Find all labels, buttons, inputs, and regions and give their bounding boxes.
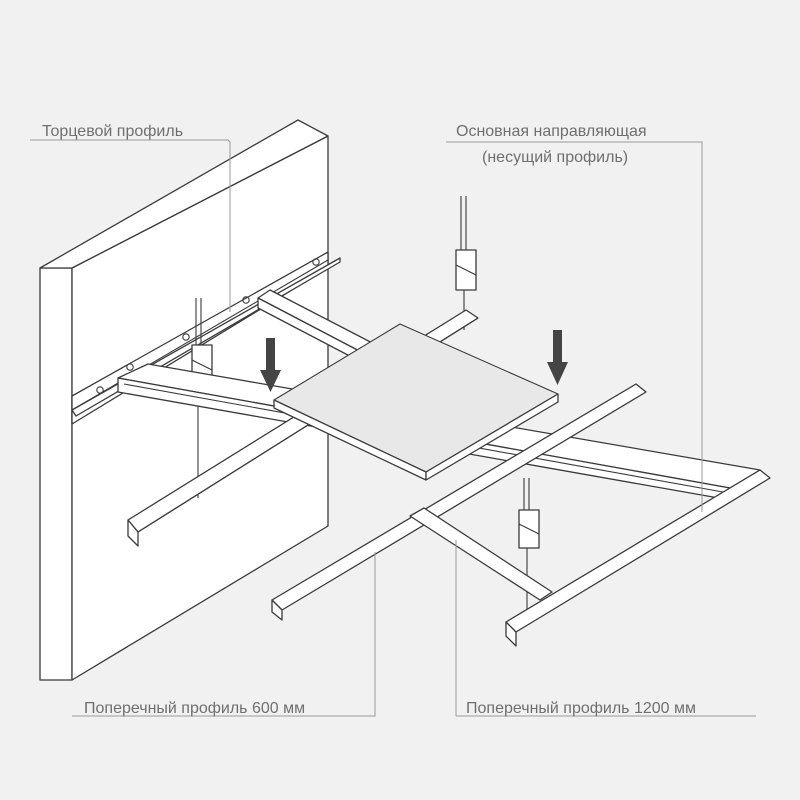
wall-top [39,119,329,269]
label-main-guide-line1: Основная направляющая [456,123,647,140]
hanger-3 [518,478,540,610]
down-arrow-right [547,330,568,385]
label-main-guide-line2: (несущий профиль) [482,149,628,166]
cross-profile-middle [409,507,553,601]
wall-face [39,267,73,681]
leader-lines [30,139,756,717]
label-cross-1200: Поперечный профиль 1200 мм [466,700,696,717]
label-cross-600: Поперечный профиль 600 мм [84,700,305,717]
hanger-2 [455,196,477,330]
ceiling-panel [273,323,559,481]
label-end-profile: Торцевой профиль [42,123,183,140]
end-profile-screws [96,258,320,394]
cross-profile-lower [271,383,647,621]
down-arrow-left [260,338,281,392]
main-guide-right [505,469,771,647]
